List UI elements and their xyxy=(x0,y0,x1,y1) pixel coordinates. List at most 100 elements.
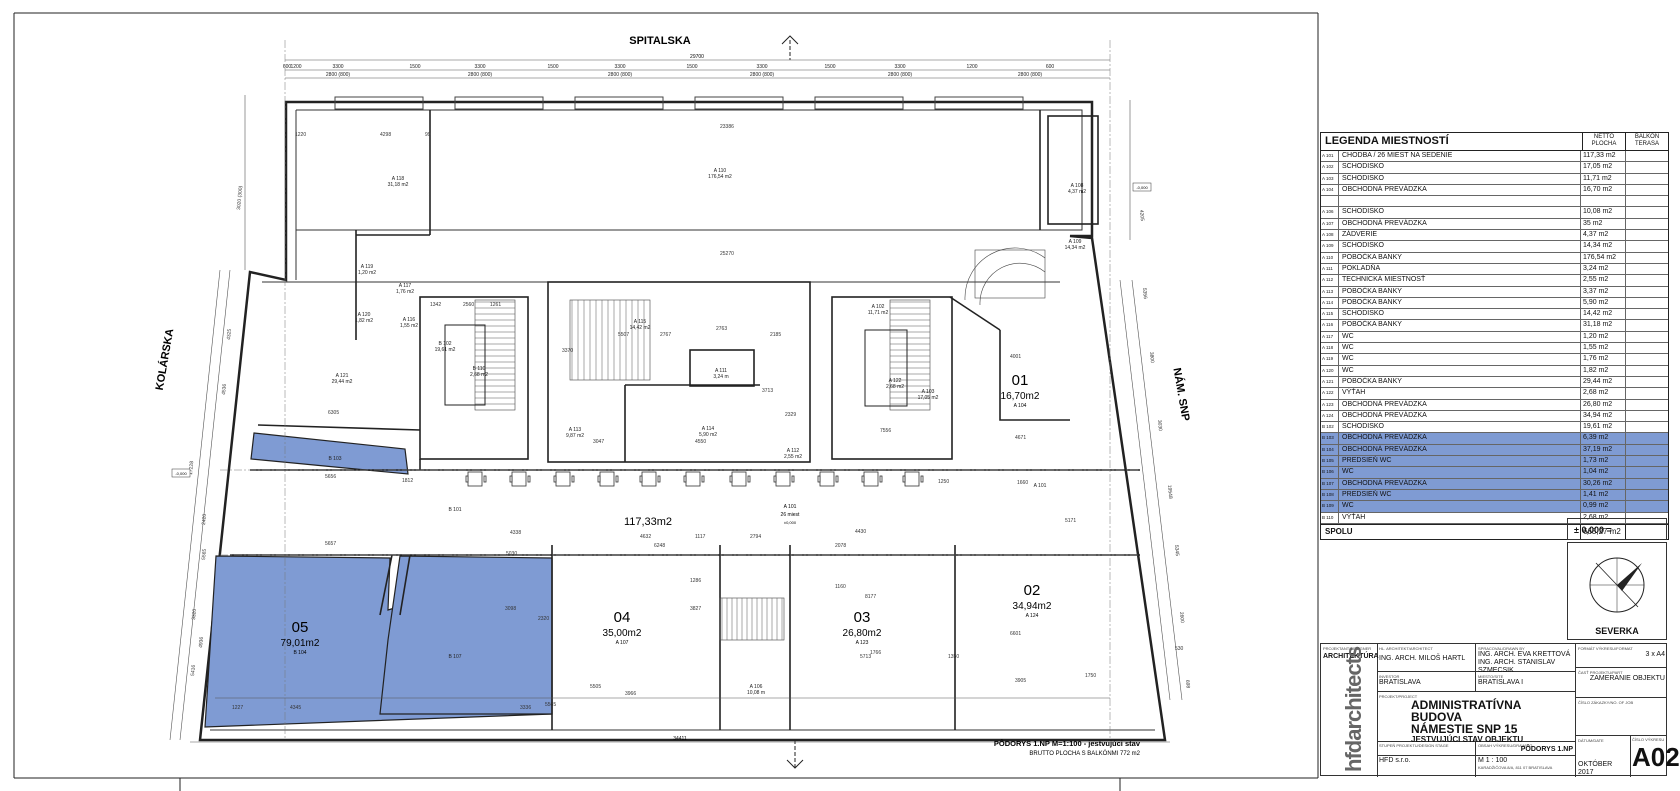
legend-row xyxy=(1321,196,1668,208)
legend-terrace xyxy=(1625,433,1668,444)
legend-name: SCHODISKO xyxy=(1342,310,1385,318)
top-dim: 3300 xyxy=(474,64,485,70)
drawn-by-1: ING. ARCH. EVA KRETTOVÁ xyxy=(1478,651,1571,658)
legend-area: 176,54 m2 xyxy=(1580,252,1625,263)
room-code: A 113 xyxy=(569,427,582,433)
room-area: 9,87 m2 xyxy=(566,433,584,439)
dimension-text: 3905 xyxy=(1015,678,1026,684)
level-tag-right: -0,000 xyxy=(1132,182,1152,192)
top-dim: 3300 xyxy=(332,64,343,70)
corridor-area: 117,33m2 xyxy=(624,516,672,528)
chair xyxy=(729,475,733,483)
top-subdim: 2800 (800) xyxy=(888,72,913,78)
chair xyxy=(861,475,865,483)
legend-code: B 103 xyxy=(1321,433,1339,444)
room-area: 14,34 m2 xyxy=(1065,245,1086,251)
room-code: A 114 xyxy=(702,426,715,432)
top-dim: 3300 xyxy=(614,64,625,70)
legend-area: 1,41 m2 xyxy=(1580,489,1625,501)
legend-code: A 116 xyxy=(1321,320,1339,331)
section-mark-top xyxy=(781,35,799,60)
plan-caption-2: BRUTTO PLOCHA S BALKÓNMI 772 m2 xyxy=(1029,750,1140,757)
legend-terrace xyxy=(1625,162,1668,173)
legend-area: 6,39 m2 xyxy=(1580,433,1625,444)
table xyxy=(904,471,920,487)
left-dim: 4536 xyxy=(221,383,228,395)
legend-name: OBCHODNÁ PREVÁDZKA xyxy=(1342,479,1427,487)
legend-code: A 101 xyxy=(1321,151,1339,162)
chair xyxy=(701,475,705,483)
chair xyxy=(553,475,557,483)
legend-area: 5,90 m2 xyxy=(1580,297,1625,309)
scale: M 1 : 100 xyxy=(1478,757,1508,764)
legend-code: A 102 xyxy=(1321,162,1339,173)
legend-area xyxy=(1580,196,1625,207)
legend-area: 2,68 m2 xyxy=(1580,512,1625,523)
part: ZAMERANIE OBJEKTU xyxy=(1589,675,1665,682)
dimension-text: 2078 xyxy=(835,543,846,549)
dimension-text: 2320 xyxy=(538,616,549,622)
legend-code: A 121 xyxy=(1321,376,1339,388)
legend-name: POKLADŇA xyxy=(1342,264,1381,272)
dimension-text: 4345 xyxy=(290,705,301,711)
dimension-text: 7556 xyxy=(880,428,891,434)
dimension-text: 2794 xyxy=(750,534,761,540)
legend-terrace xyxy=(1625,410,1668,422)
legend-area: 1,73 m2 xyxy=(1580,456,1625,467)
room-area: 1,82 m2 xyxy=(355,318,373,324)
legend-header: LEGENDA MIESTNOSTÍ NETTO PLOCHA BALKÓN T… xyxy=(1321,133,1668,151)
plan-caption-1: PÔDORYS 1.NP M=1:100 - jestvujúci stav xyxy=(994,739,1141,748)
scale-cell: M 1 : 100 KARADŽIČOVA 8/A, 811 07 BRATIS… xyxy=(1476,756,1576,777)
legend-code: B 105 xyxy=(1321,456,1339,467)
unit-area: 16,70m2 xyxy=(1001,391,1040,402)
dimension-text: 1227 xyxy=(232,705,243,711)
legend-name: POBOČKA BANKY xyxy=(1342,321,1402,329)
legend-area: 16,70 m2 xyxy=(1580,184,1625,196)
legend-code: A 103 xyxy=(1321,173,1339,184)
room-area: 19,61 m2 xyxy=(435,347,456,353)
room-code: A 122 xyxy=(889,378,902,384)
chair xyxy=(657,475,661,483)
legend-name: CHODBA / 26 MIEST NA SEDENIE xyxy=(1342,152,1453,159)
svg-text:-0,000: -0,000 xyxy=(1136,185,1148,190)
left-dimension-lines xyxy=(169,95,246,741)
unit-number: 02 xyxy=(1024,582,1041,599)
legend-code: A 115 xyxy=(1321,309,1339,320)
unit-b103 xyxy=(250,432,409,475)
drawing-name: PÔDORYS 1.NP xyxy=(1520,746,1573,753)
legend-area: 2,68 m2 xyxy=(1580,388,1625,399)
room-code: A 121 xyxy=(336,373,349,379)
legend-terrace xyxy=(1625,467,1668,478)
part-cell: ČASŤ PROJEKTU/PART ZAMERANIE OBJEKTU xyxy=(1576,668,1667,698)
top-dim: 600 xyxy=(283,64,292,70)
right-dim: 698 xyxy=(1184,680,1191,689)
top-dim: 3300 xyxy=(894,64,905,70)
left-dim: 17228 xyxy=(188,461,195,476)
top-dim: 600 xyxy=(1046,64,1055,70)
right-dim: 3030 xyxy=(1156,420,1163,432)
chair xyxy=(597,475,601,483)
bottom-dimension-lines xyxy=(190,697,1170,743)
legend-terrace xyxy=(1625,456,1668,467)
left-dimension-texts: 3020 (300)432545361722824205565332049365… xyxy=(188,185,244,676)
legend-area: 1,76 m2 xyxy=(1580,354,1625,365)
legend-terrace xyxy=(1625,422,1668,433)
room-area: 29,44 m2 xyxy=(332,379,353,385)
room-area: 11,71 m2 xyxy=(868,310,889,316)
legend-terrace xyxy=(1625,489,1668,501)
room-area: 17,05 m2 xyxy=(918,395,939,401)
legend-code: B 108 xyxy=(1321,489,1339,501)
legend-terrace xyxy=(1625,444,1668,456)
room-code: A 116 xyxy=(403,317,416,323)
legend-total-value: 665,27 m2 xyxy=(1580,524,1625,539)
corridor-label: 117,33m2 A 101 26 miest ±0,000 xyxy=(624,504,800,528)
